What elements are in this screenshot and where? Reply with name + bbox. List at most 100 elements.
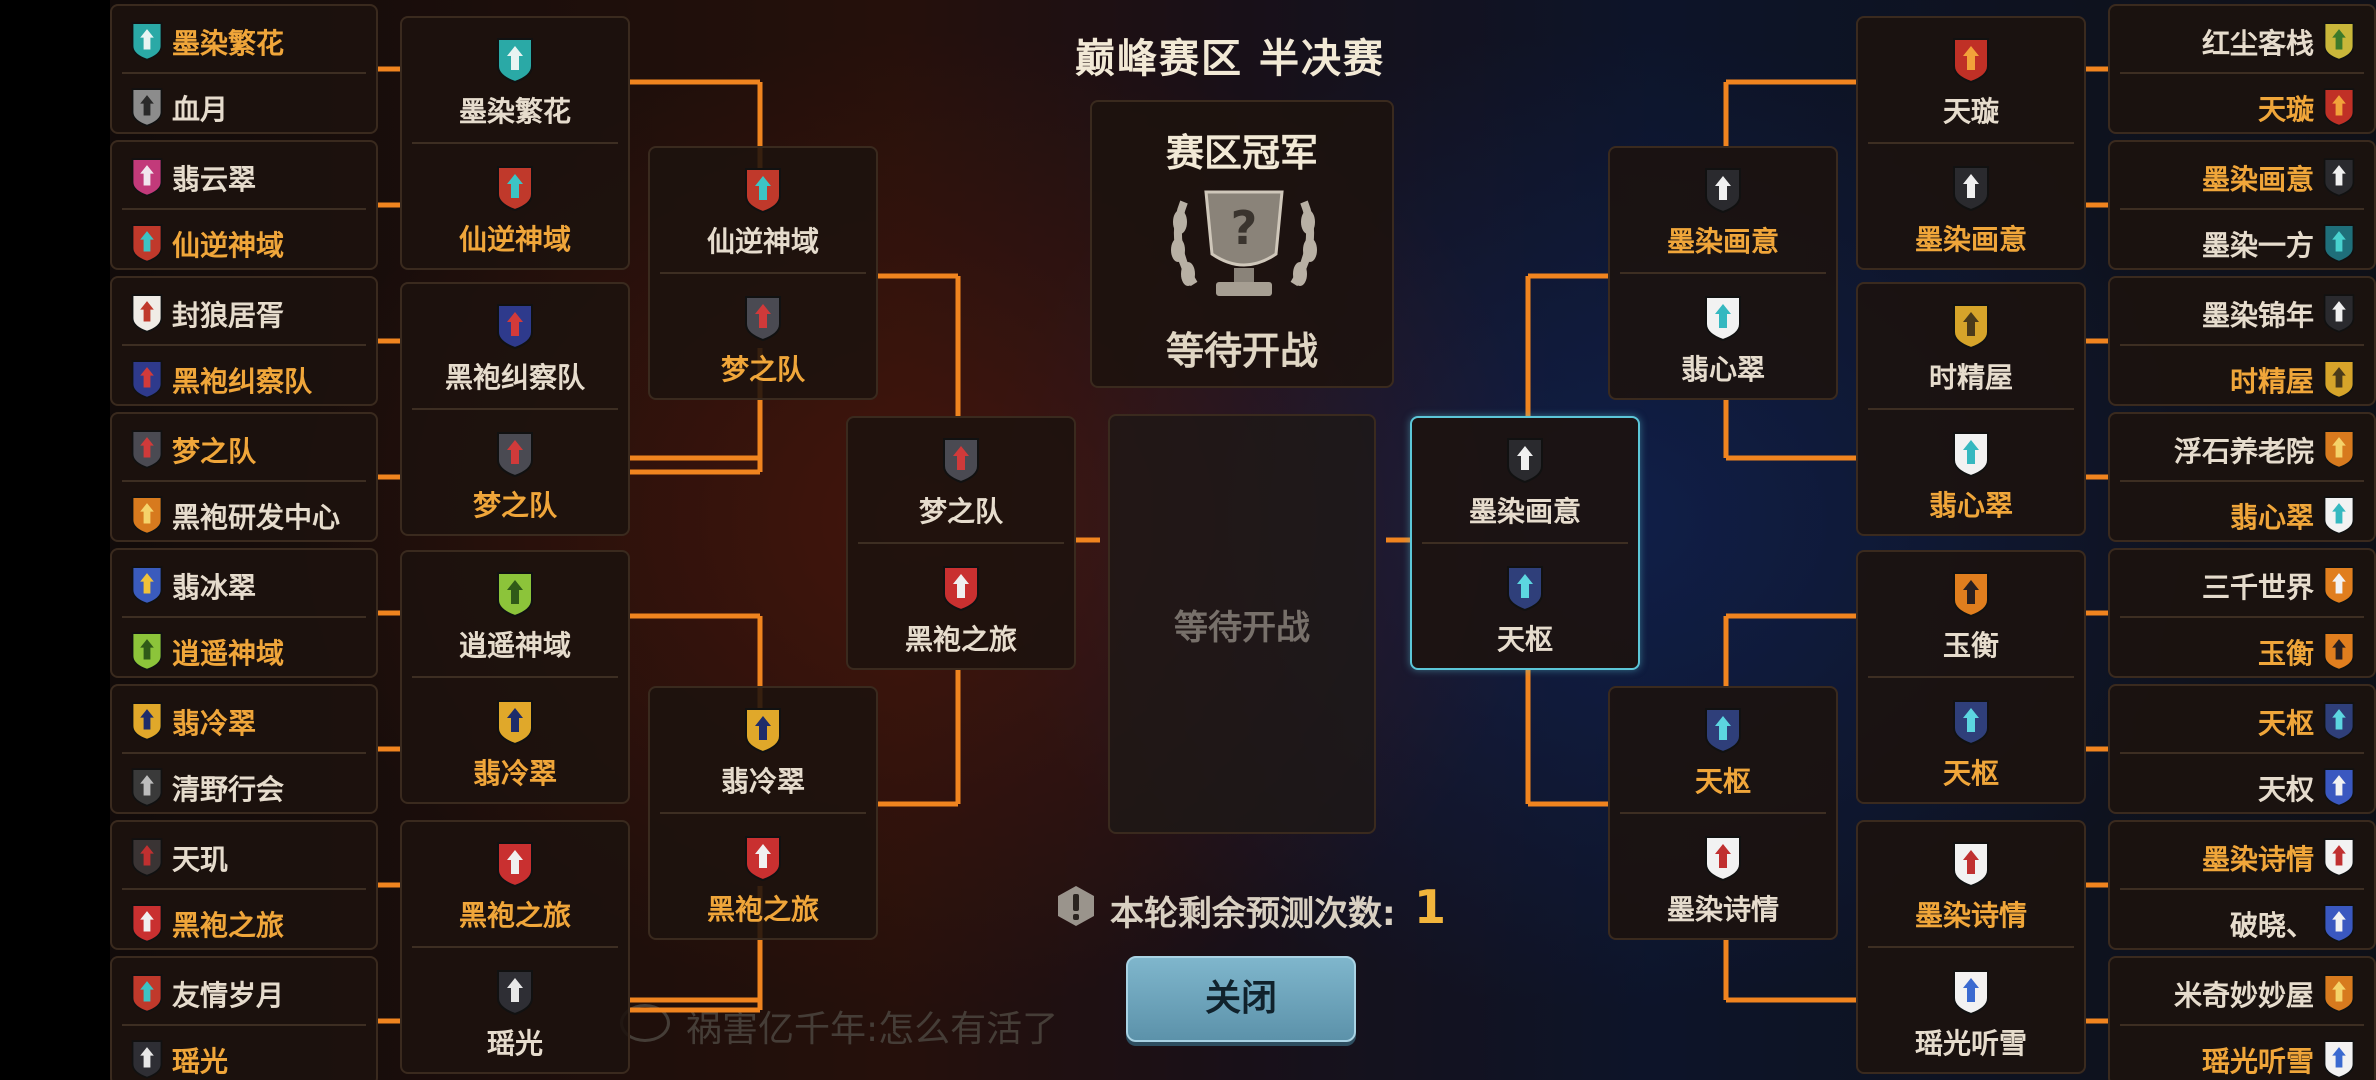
team-entry[interactable]: 破晓、 — [2110, 890, 2374, 954]
left-round1-match[interactable]: 翡云翠仙逆神域 — [110, 140, 378, 270]
team-entry[interactable]: 梦之队 — [112, 416, 376, 480]
team-entry[interactable]: 翡心翠 — [1858, 412, 2084, 536]
orange-shield-emblem-icon — [2323, 430, 2355, 469]
left-round2-match[interactable]: 黑袍纠察队梦之队 — [400, 282, 630, 536]
team-entry[interactable]: 墨染繁花 — [402, 18, 628, 142]
team-entry[interactable]: 翡冷翠 — [650, 688, 876, 812]
team-entry[interactable]: 黑袍研发中心 — [112, 482, 376, 546]
team-entry[interactable]: 墨染诗情 — [1858, 822, 2084, 946]
team-entry[interactable]: 天枢 — [1858, 680, 2084, 804]
team-entry[interactable]: 墨染诗情 — [1610, 816, 1836, 940]
team-entry[interactable]: 米奇妙妙屋 — [2110, 960, 2374, 1024]
team-entry[interactable]: 墨染一方 — [2110, 210, 2374, 274]
team-entry[interactable]: 翡云翠 — [112, 144, 376, 208]
team-entry[interactable]: 天枢 — [1610, 688, 1836, 812]
team-entry[interactable]: 瑶光 — [402, 950, 628, 1074]
left-round1-match[interactable]: 墨染繁花血月 — [110, 4, 378, 134]
left-round2-match[interactable]: 逍遥神域翡冷翠 — [400, 550, 630, 804]
right-round1-match[interactable]: 红尘客栈天璇 — [2108, 4, 2376, 134]
team-entry[interactable]: 墨染画意 — [2110, 144, 2374, 208]
team-entry[interactable]: 墨染画意 — [1610, 148, 1836, 272]
team-entry[interactable]: 玉衡 — [2110, 618, 2374, 682]
team-entry[interactable]: 天枢 — [1412, 546, 1638, 670]
team-entry[interactable]: 封狼居胥 — [112, 280, 376, 344]
team-entry[interactable]: 仙逆神域 — [112, 210, 376, 274]
right-round2-match[interactable]: 时精屋翡心翠 — [1856, 282, 2086, 536]
left-round1-match[interactable]: 天玑黑袍之旅 — [110, 820, 378, 950]
right-round2-match[interactable]: 天璇墨染画意 — [1856, 16, 2086, 270]
team-entry[interactable]: 梦之队 — [402, 412, 628, 536]
left-round1-match[interactable]: 翡冰翠逍遥神域 — [110, 548, 378, 678]
team-entry[interactable]: 梦之队 — [650, 276, 876, 400]
right-round1-match[interactable]: 三千世界玉衡 — [2108, 548, 2376, 678]
right-round1-match[interactable]: 米奇妙妙屋瑶光听雪 — [2108, 956, 2376, 1080]
team-entry[interactable]: 友情岁月 — [112, 960, 376, 1024]
team-entry[interactable]: 翡冷翠 — [112, 688, 376, 752]
team-entry[interactable]: 天玑 — [112, 824, 376, 888]
team-entry[interactable]: 天权 — [2110, 754, 2374, 818]
right-semifinal-match[interactable]: 墨染画意天枢 — [1410, 416, 1640, 670]
team-name: 黑袍纠察队 — [172, 365, 313, 398]
team-entry[interactable]: 翡冷翠 — [402, 680, 628, 804]
team-entry[interactable]: 三千世界 — [2110, 552, 2374, 616]
left-round1-match[interactable]: 梦之队黑袍研发中心 — [110, 412, 378, 542]
team-entry[interactable]: 天璇 — [1858, 18, 2084, 142]
left-round3-match[interactable]: 仙逆神域梦之队 — [648, 146, 878, 400]
left-round2-match[interactable]: 墨染繁花仙逆神域 — [400, 16, 630, 270]
left-round1-match[interactable]: 友情岁月瑶光 — [110, 956, 378, 1080]
right-round3-match[interactable]: 天枢墨染诗情 — [1608, 686, 1838, 940]
team-entry[interactable]: 瑶光 — [112, 1026, 376, 1080]
gold-phoenix-emblem-icon — [497, 700, 533, 746]
team-entry[interactable]: 玉衡 — [1858, 552, 2084, 676]
team-entry[interactable]: 逍遥神域 — [112, 618, 376, 682]
right-round3-match[interactable]: 墨染画意翡心翠 — [1608, 146, 1838, 400]
team-entry[interactable]: 梦之队 — [848, 418, 1074, 542]
close-button[interactable]: 关闭 — [1126, 956, 1356, 1042]
team-entry[interactable]: 墨染繁花 — [112, 8, 376, 72]
white-red-shield-emblem-icon — [131, 294, 163, 333]
team-entry[interactable]: 翡冰翠 — [112, 552, 376, 616]
team-name: 天枢 — [1942, 757, 1999, 790]
final-match-panel[interactable]: 等待开战 — [1108, 414, 1376, 834]
left-semifinal-match[interactable]: 梦之队黑袍之旅 — [846, 416, 1076, 670]
team-entry[interactable]: 瑶光听雪 — [2110, 1026, 2374, 1080]
team-entry[interactable]: 清野行会 — [112, 754, 376, 818]
team-entry[interactable]: 墨染画意 — [1858, 146, 2084, 270]
team-entry[interactable]: 黑袍纠察队 — [112, 346, 376, 410]
right-round2-match[interactable]: 墨染诗情瑶光听雪 — [1856, 820, 2086, 1074]
right-round1-match[interactable]: 墨染诗情破晓、 — [2108, 820, 2376, 950]
team-entry[interactable]: 时精屋 — [1858, 284, 2084, 408]
left-round1-match[interactable]: 封狼居胥黑袍纠察队 — [110, 276, 378, 406]
left-round2-match[interactable]: 黑袍之旅瑶光 — [400, 820, 630, 1074]
team-entry[interactable]: 黑袍之旅 — [402, 822, 628, 946]
team-entry[interactable]: 翡心翠 — [1610, 276, 1836, 400]
team-entry[interactable]: 天璇 — [2110, 74, 2374, 138]
match-divider — [122, 888, 366, 890]
team-entry[interactable]: 时精屋 — [2110, 346, 2374, 410]
team-entry[interactable]: 黑袍之旅 — [848, 546, 1074, 670]
team-entry[interactable]: 瑶光听雪 — [1858, 950, 2084, 1074]
right-round1-match[interactable]: 墨染画意墨染一方 — [2108, 140, 2376, 270]
right-round1-match[interactable]: 天枢天权 — [2108, 684, 2376, 814]
team-entry[interactable]: 浮石养老院 — [2110, 416, 2374, 480]
team-entry[interactable]: 黑袍纠察队 — [402, 284, 628, 408]
team-entry[interactable]: 血月 — [112, 74, 376, 138]
blue-triangle-emblem-icon — [1507, 566, 1543, 612]
team-entry[interactable]: 天枢 — [2110, 688, 2374, 752]
left-round1-match[interactable]: 翡冷翠清野行会 — [110, 684, 378, 814]
team-entry[interactable]: 逍遥神域 — [402, 552, 628, 676]
team-entry[interactable]: 仙逆神域 — [650, 148, 876, 272]
team-entry[interactable]: 翡心翠 — [2110, 482, 2374, 546]
team-entry[interactable]: 仙逆神域 — [402, 146, 628, 270]
right-round1-match[interactable]: 墨染锦年时精屋 — [2108, 276, 2376, 406]
right-round1-match[interactable]: 浮石养老院翡心翠 — [2108, 412, 2376, 542]
left-round3-match[interactable]: 翡冷翠黑袍之旅 — [648, 686, 878, 940]
team-entry[interactable]: 墨染画意 — [1412, 418, 1638, 542]
team-entry[interactable]: 墨染诗情 — [2110, 824, 2374, 888]
team-entry[interactable]: 黑袍之旅 — [112, 890, 376, 954]
team-entry[interactable]: 墨染锦年 — [2110, 280, 2374, 344]
team-entry[interactable]: 红尘客栈 — [2110, 8, 2374, 72]
team-entry[interactable]: 黑袍之旅 — [650, 816, 876, 940]
team-name: 瑶光听雪 — [2201, 1045, 2314, 1078]
right-round2-match[interactable]: 玉衡天枢 — [1856, 550, 2086, 804]
